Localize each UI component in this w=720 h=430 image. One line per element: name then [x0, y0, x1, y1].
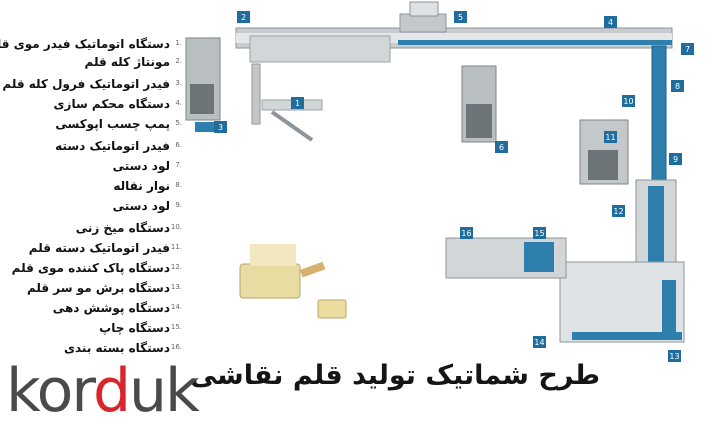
- logo-part-3: uk: [129, 356, 200, 426]
- legend-item: 7. لود دستی: [8, 158, 184, 178]
- station-badge: 2: [237, 11, 250, 23]
- legend-number: 8.: [175, 181, 182, 189]
- legend-item: 3. فیدر اتوماتیک فرول کله قلم: [2, 76, 184, 96]
- paint-brush-images: [239, 244, 347, 319]
- legend-item: 10.دستگاه میخ زنی: [8, 220, 184, 240]
- logo-part-1: kor: [6, 356, 95, 426]
- diagram-title: طرح شماتیک تولید قلم نقاشی: [189, 360, 600, 391]
- legend-label: دستگاه میخ زنی: [75, 221, 170, 235]
- station-number: 14: [534, 338, 544, 347]
- legend-item: 16.دستگاه بسته بندی: [8, 340, 184, 360]
- legend-number: 1.: [175, 39, 182, 47]
- station-badge: 10: [622, 95, 635, 107]
- legend-label: مونتاژ کله قلم: [84, 55, 170, 69]
- station-number: 1: [295, 99, 300, 108]
- legend-label: لود دستی: [112, 199, 170, 213]
- station-badge: 1: [291, 97, 304, 109]
- legend-label: دستگاه اتوماتیک فیدر موی قلم: [0, 37, 170, 51]
- finishing-line: [445, 237, 685, 343]
- station-number: 12: [613, 207, 623, 216]
- legend-label: دستگاه پاک کننده موی قلم: [11, 261, 170, 275]
- legend-number: 4.: [175, 99, 182, 107]
- legend-number: 2.: [175, 57, 182, 65]
- legend-item: 8. نوار نقاله: [8, 178, 184, 198]
- station-number: 8: [675, 82, 680, 91]
- legend-label: دستگاه پوشش دهی: [52, 301, 170, 315]
- station-badge: 3: [214, 121, 227, 133]
- kordduk-logo: korduk: [6, 356, 200, 426]
- station-number: 16: [461, 229, 471, 238]
- station-number: 5: [458, 13, 463, 22]
- legend-label: فیدر اتوماتیک دسته: [55, 139, 170, 153]
- legend-label: لود دستی: [112, 159, 170, 173]
- legend-label: دستگاه چاپ: [99, 321, 170, 335]
- legend-item: 13.دستگاه برش مو سر قلم: [8, 280, 184, 300]
- station-badge: 12: [612, 205, 625, 217]
- legend-number: 13.: [170, 283, 182, 291]
- legend-number: 3.: [175, 79, 182, 87]
- station-badge: 8: [671, 80, 684, 92]
- legend-number: 11.: [170, 243, 182, 251]
- station-number: 10: [623, 97, 633, 106]
- legend-label: فیدر اتوماتیک فرول کله قلم: [2, 77, 170, 91]
- legend-item: 5. پمپ چسب اپوکسی: [8, 116, 184, 136]
- station-badge: 13: [668, 350, 681, 362]
- station-badge: 4: [604, 16, 617, 28]
- machine-6: [461, 65, 497, 143]
- station-badge: 14: [533, 336, 546, 348]
- legend-number: 6.: [175, 141, 182, 149]
- legend-item: 9. لود دستی: [8, 198, 184, 218]
- station-badge: 7: [681, 43, 694, 55]
- station-number: 4: [608, 18, 613, 27]
- legend-label: دستگاه بسته بندی: [63, 341, 170, 355]
- station-number: 15: [534, 229, 544, 238]
- legend-label: دستگاه محکم سازی: [53, 97, 170, 111]
- legend-item: 2. مونتاژ کله قلم: [8, 54, 184, 74]
- legend-number: 14.: [170, 303, 182, 311]
- station-number: 7: [685, 45, 690, 54]
- legend-number: 9.: [175, 201, 182, 209]
- station-number: 9: [673, 155, 678, 164]
- legend-number: 12.: [170, 263, 182, 271]
- station-badge: 6: [495, 141, 508, 153]
- station-number: 13: [669, 352, 679, 361]
- legend-item: 12.دستگاه پاک کننده موی قلم: [8, 260, 184, 280]
- station-number: 6: [499, 143, 504, 152]
- legend-number: 16.: [170, 343, 182, 351]
- station-number: 2: [241, 13, 246, 22]
- legend-label: نوار نقاله: [113, 179, 170, 193]
- legend-label: پمپ چسب اپوکسی: [55, 117, 170, 131]
- station-badge: 9: [669, 153, 682, 165]
- legend-item: 15.دستگاه چاپ: [8, 320, 184, 340]
- logo-part-2: d: [92, 356, 131, 426]
- station-number: 3: [218, 123, 223, 132]
- machine-3: [185, 37, 221, 132]
- legend-item: 14.دستگاه پوشش دهی: [8, 300, 184, 320]
- machine-10-11: [579, 119, 629, 185]
- legend-number: 10.: [170, 223, 182, 231]
- station-badge: 15: [533, 227, 546, 239]
- main-assembly-line: [235, 1, 673, 63]
- legend-label: فیدر اتوماتیک دسته قلم: [28, 241, 170, 255]
- legend-item: 11.فیدر اتوماتیک دسته قلم: [8, 240, 184, 260]
- station-badge: 11: [604, 131, 617, 143]
- legend-item: 6. فیدر اتوماتیک دسته: [8, 138, 184, 158]
- legend-number: 5.: [175, 119, 182, 127]
- legend-number: 7.: [175, 161, 182, 169]
- legend-item: 1. دستگاه اتوماتیک فیدر موی قلم: [0, 36, 184, 56]
- station-badge: 5: [454, 11, 467, 23]
- station-number: 11: [605, 133, 615, 142]
- station-badge: 16: [460, 227, 473, 239]
- machine-1: [251, 63, 323, 142]
- legend-label: دستگاه برش مو سر قلم: [26, 281, 170, 295]
- legend-item: 4. دستگاه محکم سازی: [8, 96, 184, 116]
- legend-number: 15.: [170, 323, 182, 331]
